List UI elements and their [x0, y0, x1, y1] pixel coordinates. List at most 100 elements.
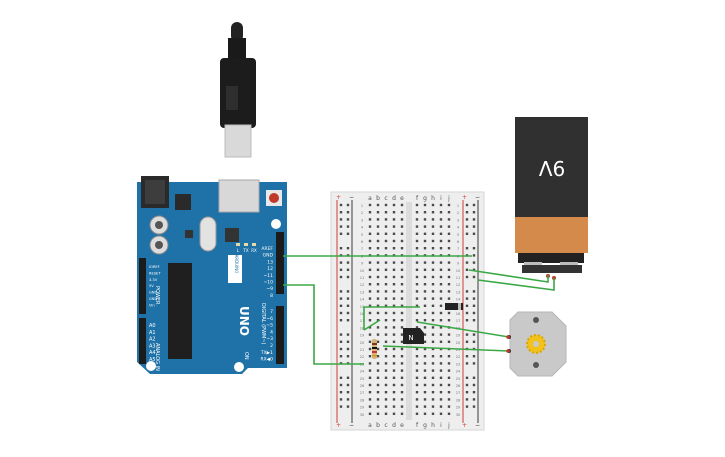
breadboard-hole[interactable]: [423, 290, 427, 293]
rail-hole[interactable]: [339, 355, 343, 358]
breadboard-hole[interactable]: [368, 247, 372, 250]
rail-hole[interactable]: [339, 304, 343, 307]
breadboard-hole[interactable]: [384, 326, 388, 329]
battery-9v[interactable]: 9V: [515, 117, 588, 280]
breadboard-hole[interactable]: [439, 319, 443, 322]
rail-hole[interactable]: [472, 275, 476, 279]
breadboard-hole[interactable]: [447, 211, 451, 214]
breadboard-hole[interactable]: [384, 304, 388, 307]
breadboard-hole[interactable]: [447, 405, 451, 408]
rail-hole[interactable]: [339, 347, 343, 351]
breadboard-hole[interactable]: [415, 311, 419, 315]
breadboard-hole[interactable]: [368, 383, 372, 387]
breadboard-hole[interactable]: [447, 340, 451, 343]
breadboard-hole[interactable]: [368, 376, 372, 379]
breadboard-hole[interactable]: [368, 275, 372, 279]
rail-hole[interactable]: [465, 391, 469, 394]
breadboard-hole[interactable]: [439, 239, 443, 243]
breadboard-hole[interactable]: [431, 239, 435, 243]
breadboard-hole[interactable]: [392, 398, 396, 401]
breadboard-hole[interactable]: [447, 297, 451, 300]
breadboard-hole[interactable]: [431, 247, 435, 250]
breadboard-hole[interactable]: [392, 326, 396, 329]
rail-hole[interactable]: [472, 311, 476, 315]
breadboard-hole[interactable]: [415, 398, 419, 401]
breadboard-hole[interactable]: [392, 247, 396, 250]
rail-hole[interactable]: [465, 275, 469, 279]
breadboard-hole[interactable]: [376, 355, 380, 358]
breadboard-hole[interactable]: [392, 268, 396, 271]
breadboard-hole[interactable]: [376, 362, 380, 365]
breadboard-hole[interactable]: [447, 218, 451, 221]
breadboard-hole[interactable]: [400, 340, 404, 343]
rail-hole[interactable]: [346, 211, 350, 214]
breadboard-hole[interactable]: [376, 261, 380, 264]
rail-hole[interactable]: [339, 391, 343, 394]
breadboard-hole[interactable]: [415, 268, 419, 271]
breadboard-hole[interactable]: [423, 297, 427, 300]
breadboard-hole[interactable]: [447, 247, 451, 250]
breadboard-hole[interactable]: [439, 290, 443, 293]
rail-hole[interactable]: [472, 391, 476, 394]
breadboard-hole[interactable]: [447, 376, 451, 379]
rail-hole[interactable]: [472, 211, 476, 214]
breadboard-hole[interactable]: [447, 369, 451, 372]
breadboard-hole[interactable]: [392, 218, 396, 221]
breadboard-hole[interactable]: [376, 391, 380, 394]
breadboard-hole[interactable]: [368, 391, 372, 394]
rail-hole[interactable]: [472, 355, 476, 358]
breadboard-hole[interactable]: [423, 362, 427, 365]
wire-motor-2[interactable]: [382, 345, 510, 352]
breadboard-hole[interactable]: [392, 369, 396, 372]
breadboard-hole[interactable]: [423, 391, 427, 394]
breadboard-hole[interactable]: [439, 218, 443, 221]
breadboard-hole[interactable]: [368, 347, 372, 351]
breadboard-hole[interactable]: [431, 391, 435, 394]
rail-hole[interactable]: [339, 211, 343, 214]
breadboard-hole[interactable]: [376, 304, 380, 307]
breadboard-hole[interactable]: [447, 362, 451, 365]
breadboard-hole[interactable]: [384, 247, 388, 250]
breadboard-hole[interactable]: [392, 261, 396, 264]
breadboard-hole[interactable]: [447, 383, 451, 387]
breadboard-hole[interactable]: [368, 319, 372, 322]
wire-battery-1[interactable]: [468, 269, 549, 283]
breadboard-hole[interactable]: [400, 412, 404, 415]
breadboard-hole[interactable]: [423, 376, 427, 379]
breadboard-hole[interactable]: [439, 275, 443, 279]
rail-hole[interactable]: [465, 383, 469, 387]
rail-hole[interactable]: [472, 304, 476, 307]
breadboard-hole[interactable]: [415, 261, 419, 264]
breadboard-hole[interactable]: [431, 311, 435, 315]
breadboard-hole[interactable]: [439, 362, 443, 365]
rail-hole[interactable]: [339, 376, 343, 379]
breadboard-hole[interactable]: [423, 268, 427, 271]
rail-hole[interactable]: [339, 232, 343, 235]
wire-diode-link[interactable]: [363, 306, 420, 330]
breadboard-hole[interactable]: [439, 398, 443, 401]
breadboard-hole[interactable]: [400, 319, 404, 322]
breadboard-hole[interactable]: [400, 275, 404, 279]
breadboard-hole[interactable]: [415, 275, 419, 279]
breadboard-hole[interactable]: [439, 405, 443, 408]
breadboard-hole[interactable]: [392, 412, 396, 415]
breadboard-hole[interactable]: [384, 239, 388, 243]
rail-hole[interactable]: [339, 261, 343, 264]
breadboard-hole[interactable]: [423, 326, 427, 329]
breadboard-hole[interactable]: [423, 203, 427, 207]
rail-hole[interactable]: [339, 225, 343, 228]
breadboard-hole[interactable]: [423, 232, 427, 235]
breadboard-hole[interactable]: [376, 247, 380, 250]
breadboard-hole[interactable]: [439, 326, 443, 329]
rail-hole[interactable]: [472, 319, 476, 322]
rail-hole[interactable]: [346, 391, 350, 394]
breadboard-hole[interactable]: [423, 405, 427, 408]
breadboard-hole[interactable]: [384, 283, 388, 286]
rail-hole[interactable]: [472, 398, 476, 401]
breadboard-hole[interactable]: [447, 391, 451, 394]
breadboard-hole[interactable]: [376, 347, 380, 351]
breadboard-hole[interactable]: [447, 283, 451, 286]
rail-hole[interactable]: [346, 355, 350, 358]
breadboard-hole[interactable]: [400, 347, 404, 351]
breadboard-hole[interactable]: [400, 218, 404, 221]
